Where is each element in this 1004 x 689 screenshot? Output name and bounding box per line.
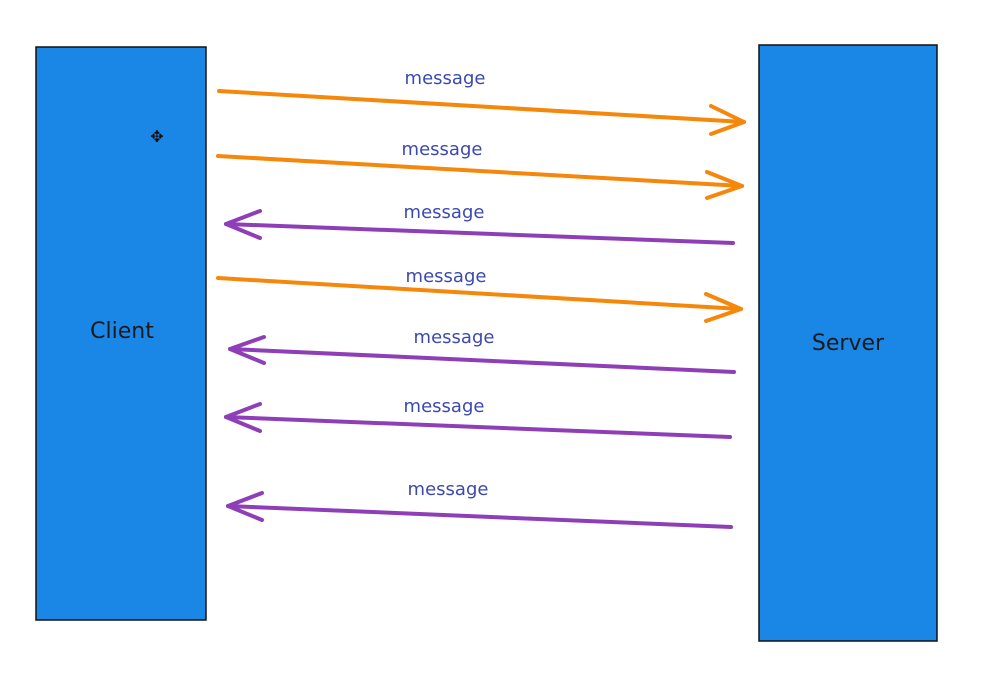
arrow-line — [216, 276, 743, 311]
message-label: message — [405, 68, 486, 89]
message-arrow-4[interactable]: message — [216, 266, 743, 323]
arrow-line — [224, 415, 732, 439]
message-label: message — [406, 266, 487, 287]
server-label: Server — [812, 331, 885, 356]
move-cursor-icon: ✥ — [150, 127, 163, 146]
arrow-line — [216, 154, 744, 188]
message-arrow-7[interactable]: message — [226, 479, 733, 529]
message-arrow-1[interactable]: message — [217, 68, 746, 136]
arrow-head-icon — [224, 402, 262, 433]
arrow-line — [224, 222, 735, 245]
arrow-head-icon — [226, 491, 264, 522]
arrow-head-icon — [709, 104, 746, 136]
message-label: message — [404, 396, 485, 417]
message-label: message — [404, 202, 485, 223]
arrow-line — [217, 89, 746, 124]
arrow-head-icon — [228, 335, 266, 365]
client-box[interactable] — [35, 46, 207, 621]
arrow-head-icon — [705, 170, 744, 200]
message-label: message — [408, 479, 489, 500]
message-label: message — [402, 139, 483, 160]
message-arrow-6[interactable]: message — [224, 396, 732, 439]
message-arrow-2[interactable]: message — [216, 139, 744, 200]
message-arrow-5[interactable]: message — [228, 327, 736, 374]
message-arrow-3[interactable]: message — [224, 202, 735, 245]
server-node[interactable]: Server — [758, 44, 938, 642]
client-node[interactable]: Client — [35, 46, 207, 621]
message-label: message — [414, 327, 495, 348]
arrow-line — [228, 347, 736, 374]
arrow-line — [226, 504, 733, 529]
server-box[interactable] — [758, 44, 938, 642]
arrow-head-icon — [704, 292, 743, 323]
client-label: Client — [90, 319, 154, 344]
arrow-head-icon — [224, 209, 262, 240]
